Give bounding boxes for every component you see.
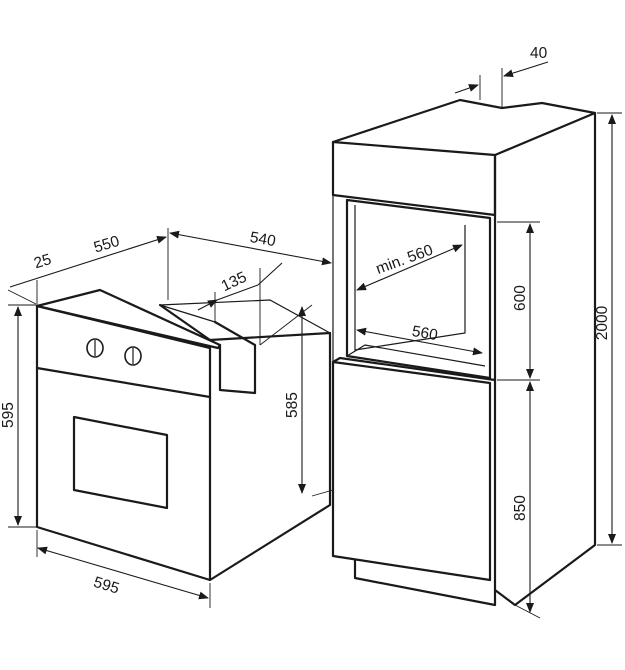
oven	[35, 288, 332, 582]
niche-width-min-label: min. 560	[374, 241, 436, 277]
plinth	[353, 558, 497, 607]
niche-back	[354, 205, 466, 351]
panel-offset-label: 25	[32, 251, 53, 272]
dim-niche-height: 600	[497, 221, 540, 381]
oven-height-label: 595	[0, 402, 17, 428]
base-height-label: 850	[512, 495, 529, 521]
oven-step-edge	[159, 304, 216, 323]
dim-base-height: 850	[512, 381, 541, 619]
oven-body-side	[208, 331, 332, 582]
cabinet-side	[493, 111, 597, 607]
cabinet-top-roof	[331, 98, 597, 157]
knob-icon	[124, 346, 142, 366]
oven-control-strip-line	[35, 366, 212, 399]
oven-rear-step	[213, 320, 257, 395]
dim-rear-step: 135	[197, 262, 283, 345]
niche-opening	[345, 198, 492, 380]
oven-panel-top	[35, 288, 222, 350]
niche-height-label: 600	[512, 285, 529, 311]
body-height-label: 585	[284, 392, 301, 418]
total-height-label: 2000	[594, 305, 611, 340]
lower-cabinet-front	[331, 360, 492, 582]
oven-width-label: 595	[91, 574, 121, 598]
dim-top-gap: 40	[454, 45, 549, 108]
dim-oven-height: 595	[0, 304, 36, 528]
dim-body-height: 585	[259, 304, 334, 497]
oven-body-top-back	[159, 299, 331, 334]
dim-niche-width-min: min. 560	[356, 241, 463, 291]
oven-front	[35, 304, 212, 582]
oven-depth-label: 540	[249, 229, 278, 250]
rear-step-label: 135	[219, 269, 250, 295]
oven-door-window	[72, 415, 169, 510]
oven-top-width-label: 550	[92, 233, 122, 257]
top-gap-label: 40	[530, 45, 548, 62]
knob-icon	[86, 338, 104, 358]
dim-niche-width: 560	[356, 323, 483, 356]
cabinet	[331, 98, 597, 607]
dim-oven-width: 595	[36, 530, 211, 608]
dim-total-height: 2000	[594, 112, 622, 546]
cabinet-top-front	[331, 140, 497, 217]
oven-body-top-edge	[158, 303, 212, 342]
niche-width-label: 560	[411, 323, 440, 344]
dim-top-depths: 25 550 540	[7, 228, 334, 333]
lower-cabinet-top	[331, 356, 497, 382]
